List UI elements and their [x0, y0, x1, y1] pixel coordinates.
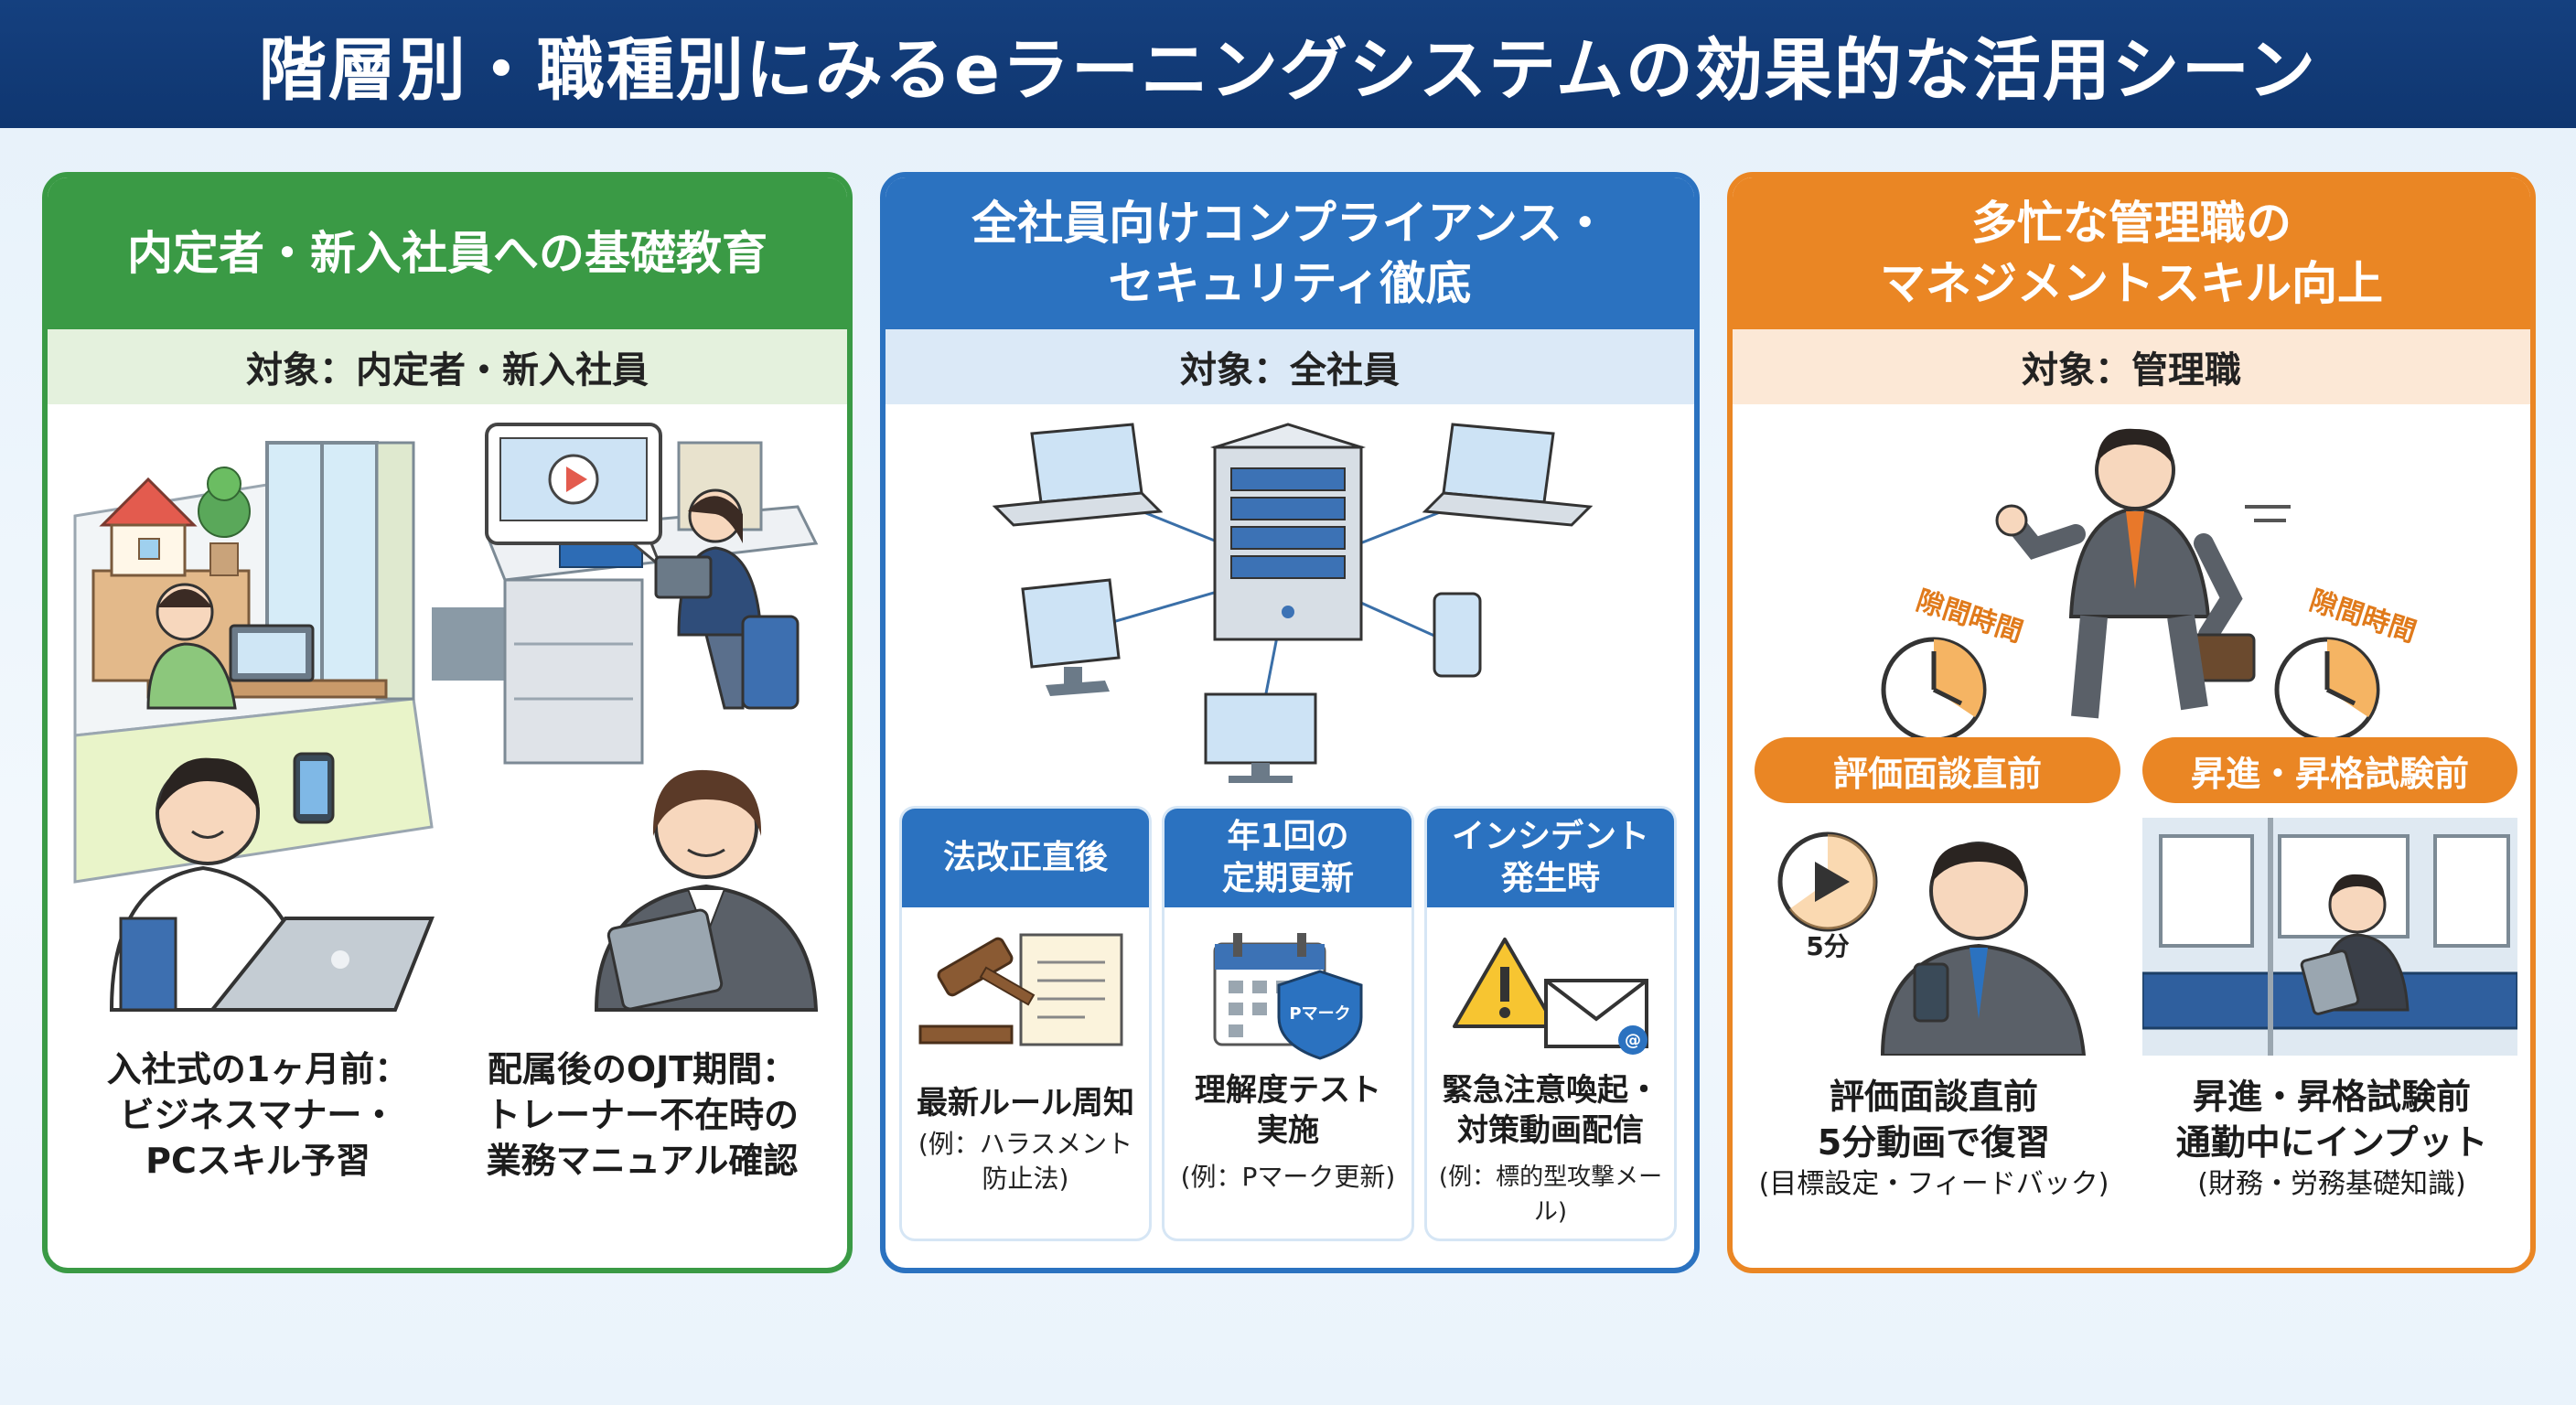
seated-commuter	[2300, 874, 2410, 1015]
gavel-document-icon	[918, 933, 1123, 1046]
card-incident: インシデント 発生時 @ 緊急注意喚起・ 対策動画配信 (例：標的型攻撃メール)	[1427, 809, 1674, 1239]
server-icon	[1209, 423, 1367, 641]
panel2-target: 対象：全社員	[886, 329, 1694, 404]
businessman-phone	[1880, 842, 2087, 1056]
young-man-phone-illustration	[109, 752, 435, 1012]
pill-promotion-exam: 昇進・昇格試験前	[2142, 737, 2517, 803]
card2-note: (例：Pマーク更新)	[1180, 1162, 1396, 1192]
laptop-icon	[1422, 423, 1594, 527]
card-law-revision: 法改正直後 最新ルール周知 (例：ハラスメント 防止法)	[902, 809, 1149, 1239]
running-businessman	[1995, 428, 2291, 719]
busy-manager-illustration	[1881, 428, 2380, 743]
video-play-icon	[485, 423, 662, 568]
card3-head: インシデント 発生時	[1427, 809, 1674, 907]
panel1-caption-right: 配属後のOJT期間： トレーナー不在時の 業務マニュアル確認	[485, 1049, 799, 1181]
interview-prep-illustration: 5分	[1777, 831, 2087, 1056]
monitor-icon	[1204, 692, 1317, 783]
new-employee-illustration	[73, 423, 819, 1012]
timer-play-icon: 5分	[1777, 831, 1878, 961]
office-scene	[484, 423, 819, 765]
panel-compliance: 全社員向けコンプライアンス・ セキュリティ徹底 対象：全社員	[880, 172, 1700, 1273]
panel1-caption-left: 入社式の1ヶ月前： ビジネスマナー・ PCスキル予習	[106, 1049, 410, 1181]
woman-tablet-illustration	[594, 769, 819, 1012]
title-bar: 階層別・職種別にみるeラーニングシステムの効果的な活用シーン	[0, 0, 2576, 128]
pmark-badge: Pマーク	[1289, 1004, 1350, 1024]
calendar-shield-icon: Pマーク	[1213, 933, 1363, 1060]
commute-train-illustration	[2142, 818, 2517, 1056]
panel3-heading: 多忙な管理職の マネジメントスキル向上	[1733, 177, 2530, 329]
panel3-target: 対象：管理職	[1733, 329, 2530, 404]
card3-note: (例：標的型攻撃メール)	[1438, 1164, 1663, 1226]
card1-head: 法改正直後	[902, 809, 1149, 907]
card2-head: 年1回の 定期更新	[1165, 809, 1411, 907]
panel-managers: 多忙な管理職の マネジメントスキル向上 対象：管理職	[1727, 172, 2536, 1273]
network-illustration	[992, 423, 1594, 783]
card1-note: (例：ハラスメント 防止法)	[918, 1129, 1133, 1194]
panel-new-employees: 内定者・新入社員への基礎教育 対象：内定者・新入社員	[42, 172, 853, 1273]
desktop-monitor-icon	[1021, 578, 1121, 696]
home-study-person	[146, 583, 388, 710]
pill-evaluation-interview: 評価面談直前	[1755, 737, 2120, 803]
warning-email-icon: @	[1453, 938, 1648, 1055]
house-icon	[99, 477, 198, 577]
panel1-heading: 内定者・新入社員への基礎教育	[48, 177, 847, 329]
card1-text: 最新ルール周知	[917, 1085, 1134, 1121]
svg-text:@: @	[1625, 1031, 1641, 1050]
plant-icon	[198, 467, 251, 576]
tablet-icon	[1433, 592, 1482, 678]
clock-icon	[2274, 637, 2380, 743]
timer-label: 5分	[1806, 931, 1849, 961]
laptop-icon	[992, 423, 1164, 527]
panel3-caption-left: 評価面談直前 5分動画で復習 (目標設定・フィードバック)	[1758, 1077, 2109, 1200]
page-title: 階層別・職種別にみるeラーニングシステムの効果的な活用シーン	[258, 30, 2318, 110]
card3-text: 緊急注意喚起・ 対策動画配信	[1442, 1072, 1659, 1149]
card2-text: 理解度テスト 実施	[1195, 1072, 1381, 1149]
panel3-caption-right: 昇進・昇格試験前 通勤中にインプット (財務・労務基礎知識)	[2175, 1077, 2488, 1200]
clock-icon	[1881, 637, 1987, 743]
panel2-heading: 全社員向けコンプライアンス・ セキュリティ徹底	[886, 177, 1694, 329]
card-annual-update: 年1回の 定期更新 Pマーク 理解度テスト 実施 (例：Pマーク更新)	[1165, 809, 1411, 1239]
panel1-target: 対象：内定者・新入社員	[48, 329, 847, 404]
